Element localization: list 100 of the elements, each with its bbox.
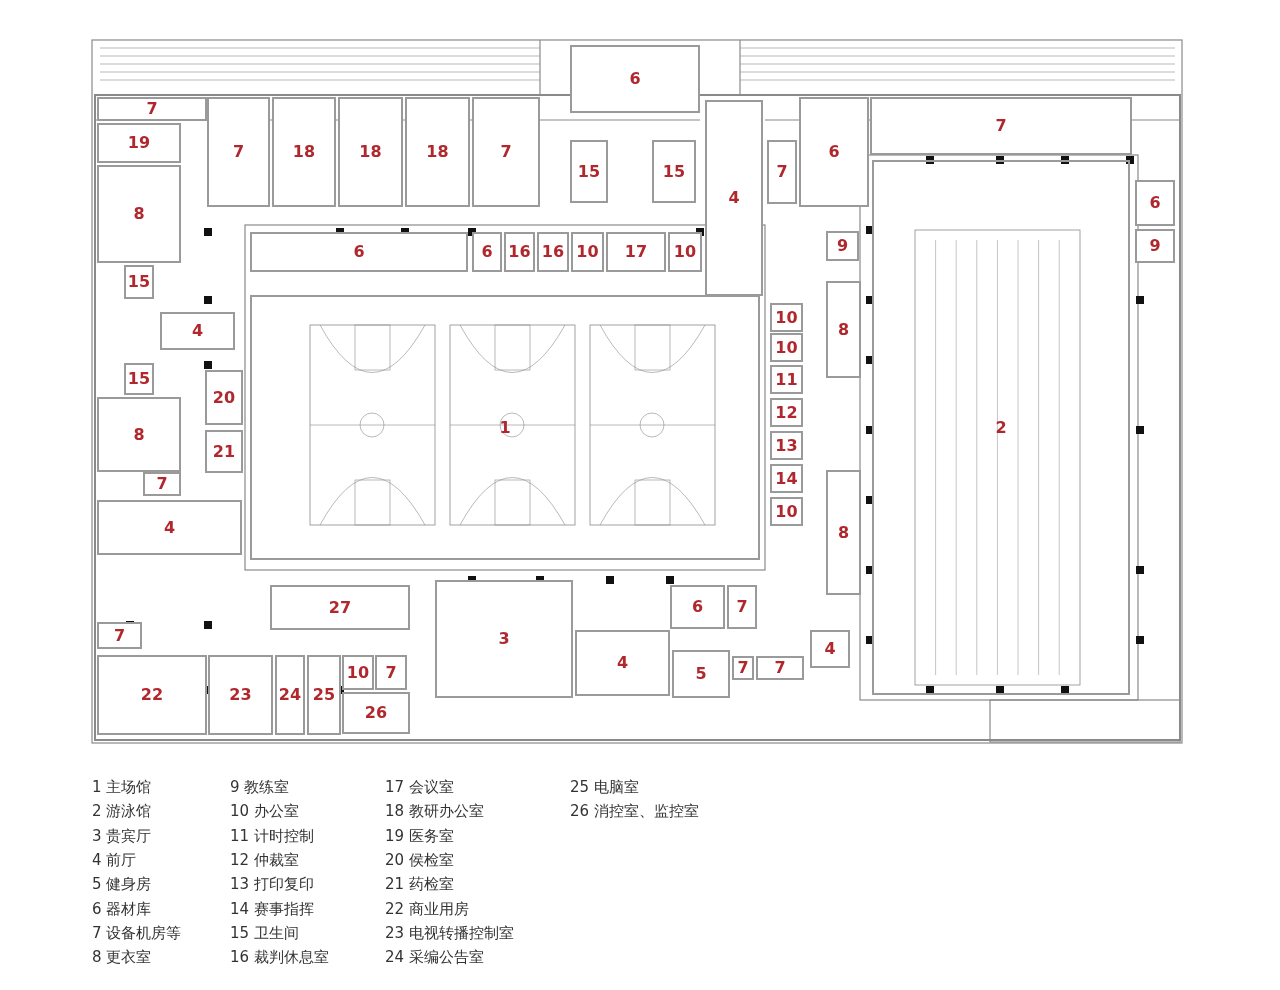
legend-text: 15 卫生间 [230,924,299,942]
room-number: 2 [995,419,1007,436]
room-number: 8 [837,524,850,541]
room-number: 12 [775,404,798,421]
room [97,123,181,163]
room-number: 7 [156,476,168,492]
room [826,281,861,378]
room-number: 8 [837,321,850,338]
room-number: 17 [624,244,648,260]
room [97,655,207,735]
room [472,97,540,207]
room [504,232,535,272]
room [124,363,154,395]
room-number: 6 [828,144,840,160]
room-number: 27 [328,599,352,616]
room [342,692,410,734]
room [770,303,803,332]
room [799,97,869,207]
legend-text: 22 商业用房 [385,900,469,917]
room-number: 18 [292,144,316,160]
room-number: 14 [775,470,798,487]
room [672,650,730,698]
room [705,100,763,296]
room-number: 8 [133,426,145,443]
room-number: 6 [481,244,493,260]
room-number: 15 [127,371,151,387]
room [205,370,243,425]
room-number: 4 [616,655,629,671]
room-number: 5 [695,666,707,682]
room-number: 10 [346,664,370,681]
room-number: 7 [737,660,749,676]
room-number: 21 [212,443,236,460]
room-number: 7 [113,627,126,644]
legend-text: 23 电视转播控制室 [385,924,514,942]
room [870,97,1132,155]
room-number: 10 [775,339,798,356]
room [270,585,410,630]
legend-text: 1 主场馆 [92,779,152,796]
room [810,630,850,668]
room [250,232,468,272]
room-number: 22 [140,687,164,703]
room [143,472,181,496]
room [435,580,573,698]
room [342,655,374,690]
legend-text: 17 会议室 [385,779,454,796]
room-number: 10 [673,244,697,260]
room-number: 4 [163,519,176,536]
room [160,312,235,350]
room-number: 1 [499,419,511,436]
room-number: 7 [500,144,512,160]
room [570,45,700,113]
room [250,295,760,560]
room-number: 15 [577,163,601,180]
legend-text: 9 教练室 [230,779,290,796]
room [575,630,670,696]
room-number: 25 [312,687,336,703]
legend-text: 7 设备机房等 [92,924,182,942]
room [275,655,305,735]
legend-text: 6 器材库 [92,900,152,917]
room [770,431,803,460]
room [668,232,702,272]
room [472,232,502,272]
room-number: 7 [232,144,245,160]
room-number: 10 [775,503,798,520]
room-number: 15 [127,274,151,290]
room [606,232,666,272]
room-number: 10 [775,309,798,326]
room-number: 18 [426,144,449,160]
room [405,97,470,207]
room [307,655,341,735]
room-number: 4 [728,190,740,206]
room-number: 15 [662,163,686,180]
room-number: 7 [995,118,1007,134]
room [97,622,142,649]
room-number: 7 [736,599,748,615]
legend-text: 5 健身房 [92,876,152,893]
legend-text: 14 赛事指挥 [230,900,314,917]
legend-text: 20 侯检室 [385,851,454,869]
room [97,397,181,472]
legend-text: 25 电脑室 [570,779,639,796]
legend-text: 11 计时控制 [230,827,314,845]
legend-text: 2 游泳馆 [92,803,152,820]
room-number: 6 [353,244,365,260]
room-number: 20 [212,389,236,406]
room [826,470,861,595]
room-number: 7 [385,664,397,681]
room-number: 26 [364,705,388,721]
room [652,140,696,203]
room [872,160,1130,695]
room [732,656,754,680]
room [727,585,757,629]
room [571,232,604,272]
room [124,265,154,299]
room-number: 9 [836,238,849,254]
legend-text: 24 采编公告室 [385,949,484,966]
room [756,656,804,680]
room [338,97,403,207]
room-number: 23 [229,687,252,703]
room [770,497,803,526]
room-number: 4 [824,641,836,657]
